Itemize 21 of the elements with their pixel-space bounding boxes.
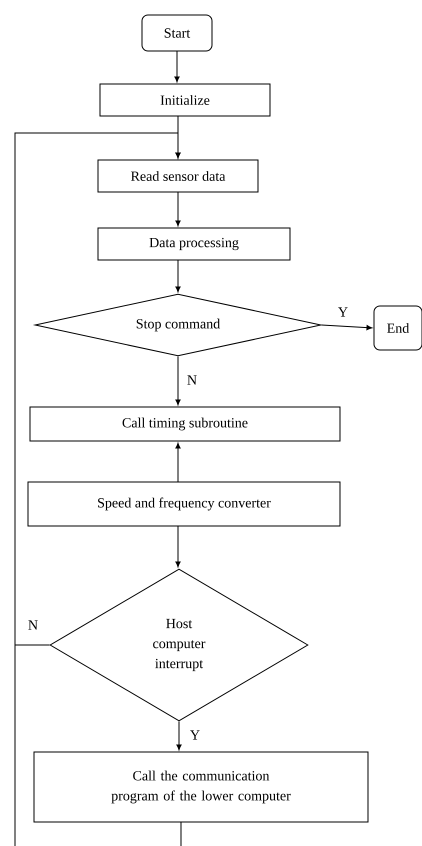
process-box: Call the communication program of the lower computer xyxy=(34,752,368,822)
edge-label: Y xyxy=(338,307,348,317)
terminal-box: Start xyxy=(142,14,212,52)
arrow xyxy=(174,51,180,82)
arrow xyxy=(14,132,181,846)
arrow xyxy=(175,356,181,406)
arrow xyxy=(175,192,181,226)
arrow xyxy=(321,324,372,330)
terminal-box: End xyxy=(374,306,422,350)
arrow xyxy=(176,721,182,750)
process-box: Data processing xyxy=(98,228,290,260)
arrow xyxy=(175,442,181,482)
process-box: Speed and frequency converter xyxy=(28,482,340,526)
edge-label: N xyxy=(187,375,197,385)
process-box: Read sensor data xyxy=(98,160,258,192)
edge-label: N xyxy=(28,620,38,630)
edge-label: Y xyxy=(190,730,200,740)
process-box: Initialize xyxy=(100,84,270,116)
arrow xyxy=(175,260,181,292)
arrow xyxy=(175,526,181,568)
process-box: Call timing subroutine xyxy=(30,406,340,442)
